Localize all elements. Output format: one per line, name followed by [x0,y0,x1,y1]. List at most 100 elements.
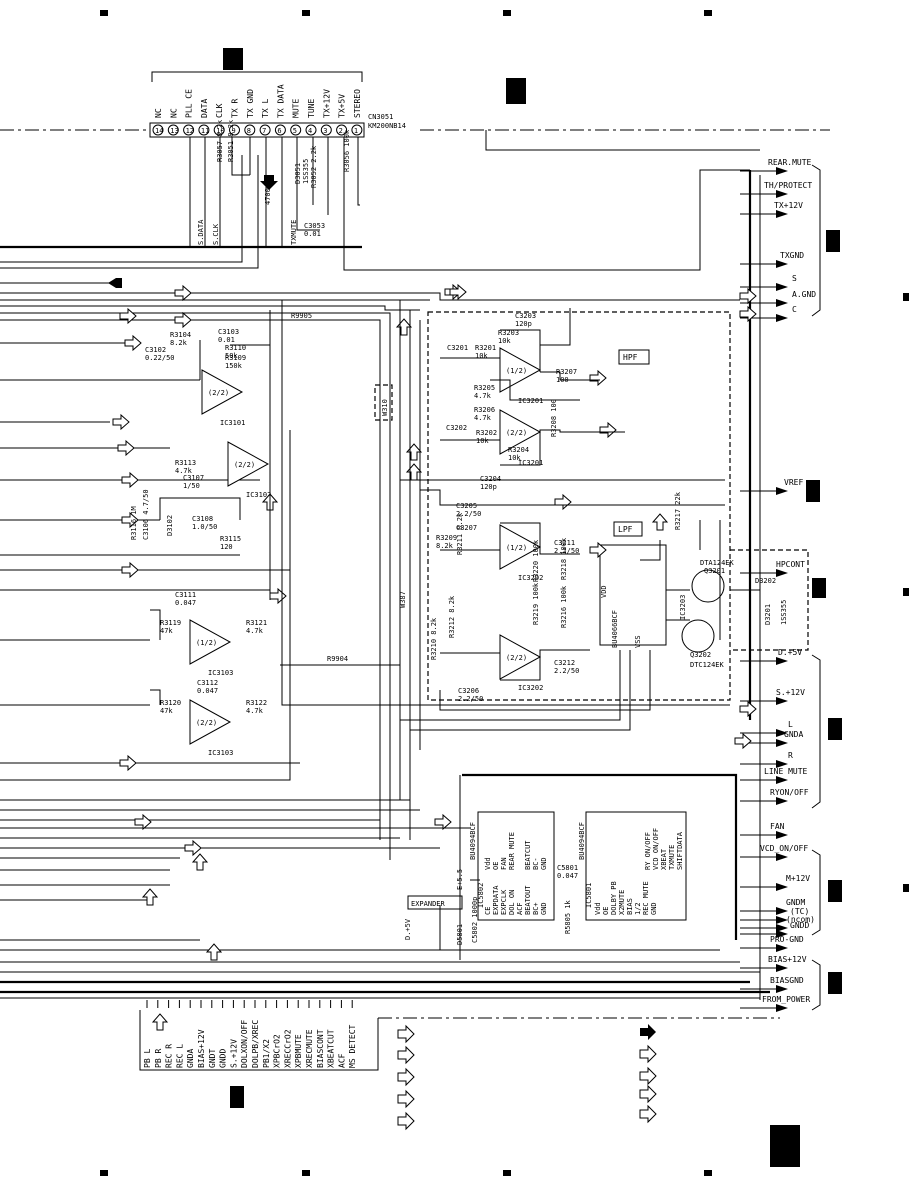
component-value: 4.7k [474,414,492,422]
q3202-label: Q3202 [690,651,711,659]
right-signal-arrow-icon [776,299,788,307]
connector-pin-number: 8 [247,127,251,135]
signal-flow-arrow-icon [554,493,572,511]
component-ref: C3107 [183,474,204,482]
vdd-label: VDD [600,585,608,598]
ic5802-pin-b: XBEAT [660,848,668,870]
right-signal-arrow-icon [776,190,788,198]
component-value: 2.2/50 [458,695,483,703]
right-signal-arrow-icon [776,487,788,495]
signal-flow-arrow-icon [589,541,607,559]
ic5801-pin: REAR MUTE [508,832,516,870]
ic5801-pin-b: BEATOUT [524,885,532,915]
right-signal-label: HPCONT [776,560,805,569]
bottom-signal-label: GNDD [219,1049,228,1068]
right-signal-label: (ncom) [786,915,815,924]
bottom-signal-label: XRECCrO2 [283,1029,292,1068]
component-ref: C3112 [197,679,218,687]
ic5802-ref: IC5801 [585,883,593,908]
connector-pin-number: 10 [216,127,224,135]
signal-flow-arrow-icon [739,287,757,305]
connector-pin-name: NC [154,108,163,118]
cn3051-part: KM200NB14 [368,122,406,130]
bottom-signal-label: ACF [337,1053,346,1068]
right-signal-label: GNDA [784,730,803,739]
ic5802-shift-register [585,811,687,921]
right-signal-label: FAN [770,822,785,831]
ic5802-part: BU4094BCF [578,822,586,860]
ic5801-pin-b: GND [540,902,548,915]
signal-flow-arrow-icon [174,311,192,329]
cn3051-connector [149,122,365,138]
opamp-triangle [499,634,542,680]
component-ref: R3056 100k [343,129,351,172]
sr-frame [462,773,738,940]
horizontal-buses [0,155,770,999]
right-signal-label: RYON/OFF [770,788,809,797]
opamp-half: (2/2) [506,429,527,437]
opamp-ref: IC3201 [518,397,543,405]
opamp-half: (2/2) [234,461,255,469]
bottom-signal-label: GNDA [186,1049,195,1068]
component-ref: R3201 [475,344,496,352]
right-signal-label: BIAS+12V [768,955,807,964]
right-signal-label: TXGND [780,251,804,260]
component-value: 120p [480,483,497,491]
right-signal-arrow-icon [776,964,788,972]
registration-marks [100,10,909,1176]
ic5801-pin-b: ACF [516,902,524,915]
connector-pin [183,124,195,136]
connector-bracket [151,71,363,82]
component-ref: C3111 [175,591,196,599]
bottom-signal-label: XPBMUTE [294,1034,303,1068]
opamp-half: (1/2) [506,544,527,552]
ic5802-pin: X2MUTE [618,890,626,915]
lpf-label-box [613,521,643,537]
opamp-half: (1/2) [506,367,527,375]
component-ref: R3206 [474,406,495,414]
connector-drops [189,137,761,1000]
right-signal-arrow-icon [776,776,788,784]
component-ref: R3210 8.2k [430,617,438,660]
signal-flow-arrow-icon [124,334,142,352]
d3201-label: D3201 [764,604,772,625]
signal-flow-arrow-icon [151,1013,169,1031]
component-ref: R3051 8.2k [227,119,235,162]
bottom-signal-label: GNDT [208,1049,217,1068]
opamp-ref: IC3202 [518,574,543,582]
signal-flow-arrow-icon [405,463,423,481]
component-ref: R3113 [175,459,196,467]
bottom-signal-label: PB R [154,1049,163,1068]
d3202-label: D3202 [755,577,776,585]
connector-pin [259,124,271,136]
right-signal-arrow-icon [776,760,788,768]
connector-pin-number: 14 [155,127,163,135]
signal-flow-arrow-icon [119,754,137,772]
component-value: 10k [508,454,521,462]
d5v-supply: D.+5V [404,918,412,940]
ic5802-pin-b: SHIFTDATA [676,831,684,870]
connector-pin-number: 3 [323,127,327,135]
ic5801-pin-b: EXPDATA [492,885,500,915]
component-ref: C3203 [515,312,536,320]
component-ref: R3119 [160,619,181,627]
ic5802-pin: 1/2 [634,902,642,915]
signal-flow-arrow-icon [405,443,423,461]
component-value: 4.7k [175,467,193,475]
component-ref: R3202 [476,429,497,437]
component-ref: R3120 [160,699,181,707]
right-signal-label: PRO-GND [770,935,804,944]
connector-pin-name: PLL CE [185,89,194,118]
signal-flow-arrow-icon [117,439,135,457]
connector-pin [290,124,302,136]
bottom-signal-label: XPBCrO2 [273,1034,282,1068]
sdata-label: S.DATA [197,219,205,245]
right-signal-label: VREF [784,478,803,487]
right-signal-label: TX+12V [774,201,803,210]
component-ref: C3211 [554,539,575,547]
connector-pin [244,124,256,136]
right-signal-arrow-icon [776,739,788,747]
component-ref: R3208 100 [550,399,558,437]
bu4066-label: BU4066BCF [611,610,619,648]
signal-flow-arrow-icon [174,284,192,302]
